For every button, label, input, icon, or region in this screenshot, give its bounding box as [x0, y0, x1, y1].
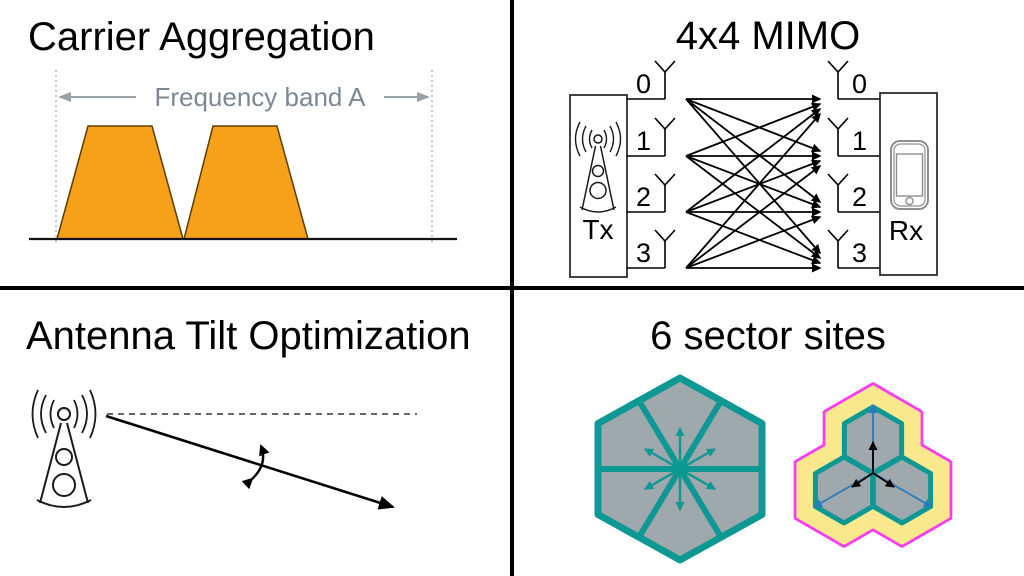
rx-antenna-3-label: 3: [852, 238, 867, 268]
sector-sites-title: 6 sector sites: [650, 314, 886, 358]
tilted-beam-arrow: [105, 414, 395, 510]
tx-antenna-1-label: 1: [636, 126, 651, 156]
channel-arrow: [685, 211, 822, 265]
channel-arrow: [685, 155, 822, 259]
band-span-arrow: [58, 92, 430, 102]
tx-antenna-2-label: 2: [636, 182, 651, 212]
tilt-adjust-double-arrow-icon: [241, 444, 270, 490]
antenna-tilt-panel: Antenna Tilt Optimization: [0, 288, 512, 576]
antenna-tilt-diagram: [31, 389, 417, 510]
antenna-tilt-title: Antenna Tilt Optimization: [26, 314, 471, 358]
arrow-left-icon: [58, 92, 71, 102]
channel-arrow: [685, 155, 822, 209]
cell-tower-icon: [574, 121, 622, 213]
rx-antenna-2-label: 2: [852, 182, 867, 212]
rx-antenna-0-icon: [827, 60, 880, 100]
tx-antenna-2-icon: [627, 173, 676, 213]
mimo-panel: 4x4 MIMO Tx 0 1 2 3: [512, 0, 1024, 288]
cell-tower-icon: [31, 389, 97, 508]
rx-antenna-1-label: 1: [852, 126, 867, 156]
rx-antenna-2-icon: [827, 173, 880, 213]
channel-arrow: [685, 165, 822, 269]
rx-label: Rx: [889, 215, 923, 246]
smartphone-icon: [890, 140, 929, 210]
carrier-block-2: [183, 125, 309, 240]
carrier-aggregation-title: Carrier Aggregation: [28, 15, 375, 59]
rx-antennas: [827, 60, 880, 269]
channel-arrow: [685, 215, 822, 269]
carrier-aggregation-panel: Carrier Aggregation Frequency band A: [0, 0, 512, 288]
tx-antenna-3-icon: [627, 229, 676, 269]
frequency-band-label: Frequency band A: [154, 82, 366, 112]
sector-sites-panel: 6 sector sites: [512, 288, 1024, 576]
channel-arrow: [685, 112, 821, 269]
channel-arrow: [685, 98, 822, 203]
channel-arrow: [685, 98, 821, 255]
channel-arrow: [685, 108, 822, 213]
rx-antenna-0-label: 0: [852, 69, 867, 99]
carrier-aggregation-diagram: Frequency band A: [29, 70, 457, 245]
horizontal-divider: [0, 286, 1024, 290]
mimo-title: 4x4 MIMO: [675, 14, 861, 58]
channel-arrow: [685, 159, 822, 213]
tx-antenna-1-icon: [627, 117, 676, 157]
tx-antenna-3-label: 3: [636, 238, 651, 268]
channel-arrow: [685, 98, 822, 153]
tx-label: Tx: [582, 214, 613, 245]
tx-antenna-0-label: 0: [636, 69, 651, 99]
tx-antenna-0-icon: [627, 60, 676, 100]
sector-pointing-arrows: [851, 441, 895, 488]
channel-arrow: [685, 102, 822, 157]
sector-sites-diagram: [594, 374, 953, 564]
three-site-cluster: [793, 382, 953, 548]
rx-antenna-1-icon: [827, 117, 880, 157]
carrier-block-1: [56, 125, 184, 240]
six-sector-cell: [594, 374, 766, 564]
rx-antenna-3-icon: [827, 229, 880, 269]
arrow-right-icon: [417, 92, 430, 102]
mimo-diagram: Tx 0 1 2 3: [569, 60, 938, 278]
tx-antennas: [627, 60, 676, 269]
mimo-channel-arrows: [685, 94, 822, 273]
sector-direction-arrows: [644, 427, 716, 511]
